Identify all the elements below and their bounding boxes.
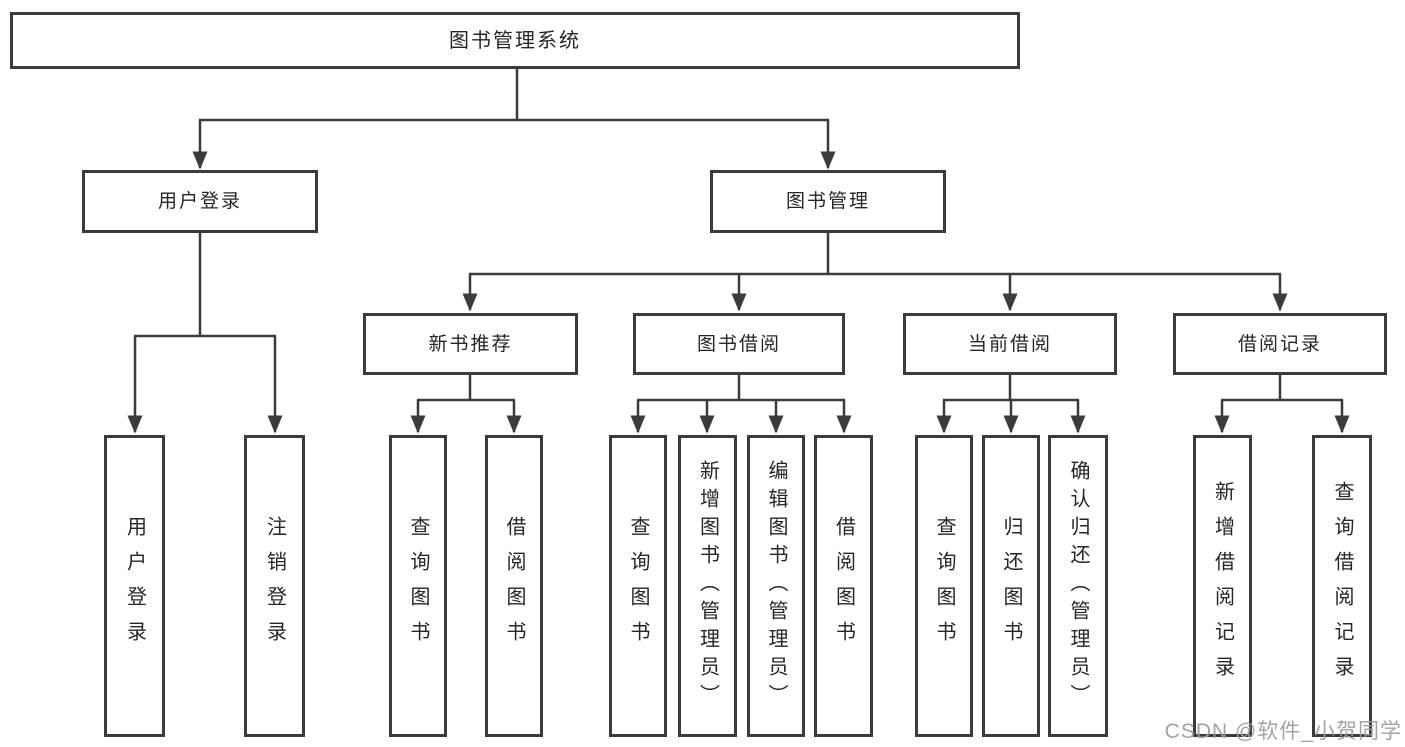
node-label: 归还图书 xyxy=(1000,516,1022,656)
node-add-borrow-record: 新增借阅记录 xyxy=(1193,435,1252,737)
node-current-borrow: 当前借阅 xyxy=(903,313,1117,375)
node-label: 注销登录 xyxy=(263,516,286,656)
node-borrow-books: 借阅图书 xyxy=(814,435,873,737)
node-label: 图书借阅 xyxy=(696,333,781,355)
node-label: 新增借阅记录 xyxy=(1211,481,1234,691)
node-label: 用户登录 xyxy=(123,516,146,656)
node-user-login: 用户登录 xyxy=(82,170,318,233)
node-book-borrow: 图书借阅 xyxy=(633,313,845,375)
node-label: 图书管理 xyxy=(785,191,870,212)
node-label: 借阅图书 xyxy=(832,516,855,656)
node-edit-book-admin: 编辑图书（管理员） xyxy=(747,435,805,737)
node-label: 当前借阅 xyxy=(967,333,1052,355)
node-new-book-recommend: 新书推荐 xyxy=(363,313,578,375)
node-add-book-admin: 新增图书（管理员） xyxy=(678,435,737,737)
node-query-borrow-record: 查询借阅记录 xyxy=(1312,435,1372,737)
node-label: 新增图书（管理员） xyxy=(696,460,719,712)
node-root: 图书管理系统 xyxy=(10,12,1020,69)
csdn-watermark: CSDN @软件_小贺同学 xyxy=(1164,720,1402,743)
node-leaf-logout: 注销登录 xyxy=(244,435,305,737)
node-label: 图书管理系统 xyxy=(449,29,581,52)
node-label: 用户登录 xyxy=(157,191,242,212)
node-query-books-borrow: 查询图书 xyxy=(609,435,667,737)
node-label: 借阅图书 xyxy=(503,516,525,656)
node-borrow-books-recommend: 借阅图书 xyxy=(485,435,543,737)
node-book-management: 图书管理 xyxy=(710,170,946,233)
node-label: 查询图书 xyxy=(933,516,955,656)
node-leaf-user-login: 用户登录 xyxy=(104,435,165,737)
node-label: 查询图书 xyxy=(627,516,649,656)
node-borrow-records: 借阅记录 xyxy=(1173,313,1387,375)
node-confirm-return-admin: 确认归还（管理员） xyxy=(1048,435,1108,737)
node-label: 新书推荐 xyxy=(428,333,513,355)
node-return-book: 归还图书 xyxy=(982,435,1040,737)
node-label: 借阅记录 xyxy=(1237,333,1322,355)
node-label: 确认归还（管理员） xyxy=(1067,460,1089,712)
node-label: 查询借阅记录 xyxy=(1331,481,1353,691)
node-label: 查询图书 xyxy=(407,516,429,656)
node-label: 编辑图书（管理员） xyxy=(765,460,787,712)
node-query-books-current: 查询图书 xyxy=(915,435,973,737)
node-query-books-recommend: 查询图书 xyxy=(389,435,447,737)
